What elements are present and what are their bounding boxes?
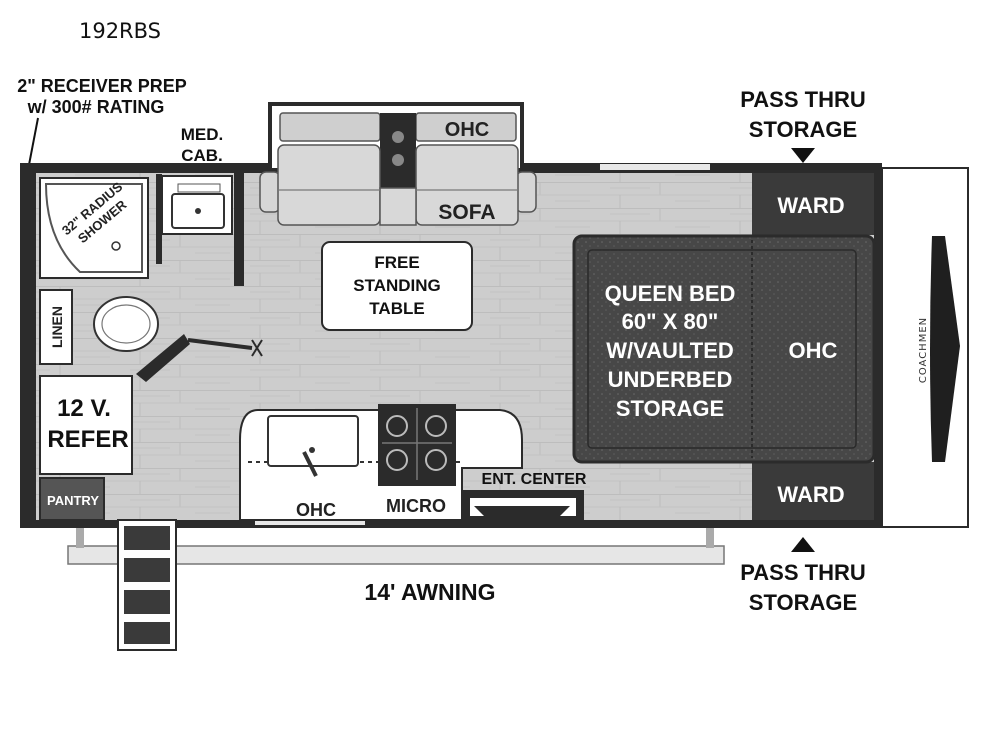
entertainment-center: ENT. CENTER xyxy=(462,471,587,522)
svg-text:2" RECEIVER PREP: 2" RECEIVER PREP xyxy=(17,76,187,96)
svg-text:STANDING: STANDING xyxy=(353,276,441,295)
awning-label: 14' AWNING xyxy=(364,579,495,605)
svg-text:STORAGE: STORAGE xyxy=(749,117,857,142)
svg-text:12 V.: 12 V. xyxy=(57,395,111,422)
svg-text:LINEN: LINEN xyxy=(49,306,65,348)
svg-text:60" X 80": 60" X 80" xyxy=(622,309,719,334)
awning: 14' AWNING xyxy=(67,528,725,605)
wardrobe-top: WARD xyxy=(752,173,874,235)
model-title: 192RBS xyxy=(79,19,161,43)
stove xyxy=(378,404,456,486)
sofa-label: SOFA xyxy=(438,201,495,224)
svg-text:CAB.: CAB. xyxy=(181,146,223,165)
arrow-up-icon xyxy=(791,537,815,552)
med-cab-label: MED. CAB. xyxy=(181,125,224,165)
sofa-ohc-label: OHC xyxy=(445,119,489,141)
svg-text:w/ 300# RATING: w/ 300# RATING xyxy=(27,97,165,117)
free-standing-table: FREE STANDING TABLE xyxy=(321,241,473,331)
bed-ohc-label: OHC xyxy=(789,338,838,363)
front-cap: COACHMEN xyxy=(881,167,969,528)
arrow-down-icon xyxy=(791,148,815,163)
bathroom-sink xyxy=(161,175,233,235)
bath-door xyxy=(136,334,190,382)
toilet xyxy=(93,296,159,352)
pass-thru-storage-bottom: PASS THRU STORAGE xyxy=(740,537,866,615)
sofa-slide: OHC SOFA xyxy=(259,102,537,226)
svg-text:MED.: MED. xyxy=(181,125,224,144)
svg-text:PASS THRU: PASS THRU xyxy=(740,560,866,585)
shower: 32" RADIUS SHOWER xyxy=(39,177,149,279)
svg-text:TABLE: TABLE xyxy=(369,299,424,318)
pass-thru-storage-top: PASS THRU STORAGE xyxy=(740,87,866,163)
brand-logo-text: COACHMEN xyxy=(918,317,929,383)
refrigerator: 12 V. REFER xyxy=(39,375,133,475)
svg-text:WARD: WARD xyxy=(777,193,844,218)
kitchen-ohc-label: OHC xyxy=(296,500,336,520)
svg-text:PASS THRU: PASS THRU xyxy=(740,87,866,112)
svg-text:ENT. CENTER: ENT. CENTER xyxy=(482,471,587,488)
svg-text:FREE: FREE xyxy=(374,253,419,272)
svg-text:W/VAULTED: W/VAULTED xyxy=(606,338,734,363)
linen-closet: LINEN xyxy=(39,289,73,365)
svg-text:REFER: REFER xyxy=(47,426,128,453)
queen-bed: QUEEN BED 60" X 80" W/VAULTED UNDERBED S… xyxy=(572,234,876,464)
entry-steps xyxy=(117,519,177,651)
receiver-prep-label: 2" RECEIVER PREP w/ 300# RATING xyxy=(17,76,187,171)
svg-text:PANTRY: PANTRY xyxy=(47,493,99,508)
micro-label: MICRO xyxy=(386,496,446,516)
svg-text:WARD: WARD xyxy=(777,482,844,507)
svg-text:STORAGE: STORAGE xyxy=(616,396,724,421)
pantry: PANTRY xyxy=(39,477,105,521)
svg-text:UNDERBED: UNDERBED xyxy=(608,367,733,392)
bathroom-wall xyxy=(234,172,244,286)
wardrobe-bottom: WARD xyxy=(752,462,874,520)
svg-text:STORAGE: STORAGE xyxy=(749,590,857,615)
svg-text:QUEEN BED: QUEEN BED xyxy=(605,281,736,306)
